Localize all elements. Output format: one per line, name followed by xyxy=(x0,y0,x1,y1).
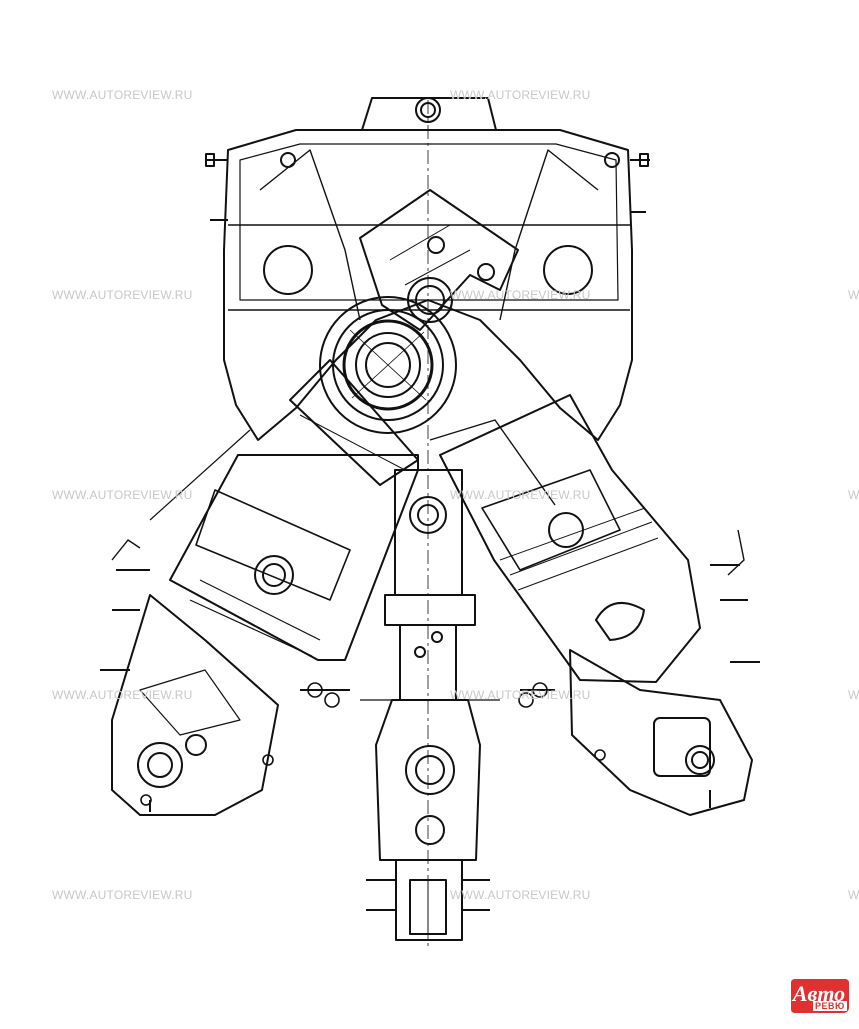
watermark-partial: W xyxy=(848,688,859,702)
watermark: WWW.AUTOREVIEW.RU xyxy=(52,888,193,902)
watermark: WWW.AUTOREVIEW.RU xyxy=(450,688,591,702)
logo-sub-text: РЕВЮ xyxy=(813,1001,847,1011)
right-lower-cylinder-head xyxy=(520,529,760,816)
lower-vertical-cylinder xyxy=(360,469,500,941)
crankshaft-main-bearing xyxy=(319,277,457,434)
left-lower-cylinder-head xyxy=(100,539,350,816)
watermark: WWW.AUTOREVIEW.RU xyxy=(450,888,591,902)
crankcase-housing xyxy=(205,129,650,441)
left-cylinder-bank xyxy=(149,359,419,661)
watermark: WWW.AUTOREVIEW.RU xyxy=(450,288,591,302)
fasteners xyxy=(140,682,606,806)
watermark: WWW.AUTOREVIEW.RU xyxy=(52,88,193,102)
right-cylinder-bank xyxy=(429,394,701,683)
watermark: WWW.AUTOREVIEW.RU xyxy=(450,88,591,102)
upper-piston xyxy=(359,189,519,331)
watermark-partial: W xyxy=(848,288,859,302)
watermark-partial: W xyxy=(848,488,859,502)
watermark: WWW.AUTOREVIEW.RU xyxy=(52,488,193,502)
watermark: WWW.AUTOREVIEW.RU xyxy=(52,288,193,302)
watermark-partial: W xyxy=(848,888,859,902)
watermark: WWW.AUTOREVIEW.RU xyxy=(52,688,193,702)
autoreview-logo: Авто РЕВЮ xyxy=(787,977,851,1017)
watermark: WWW.AUTOREVIEW.RU xyxy=(450,488,591,502)
